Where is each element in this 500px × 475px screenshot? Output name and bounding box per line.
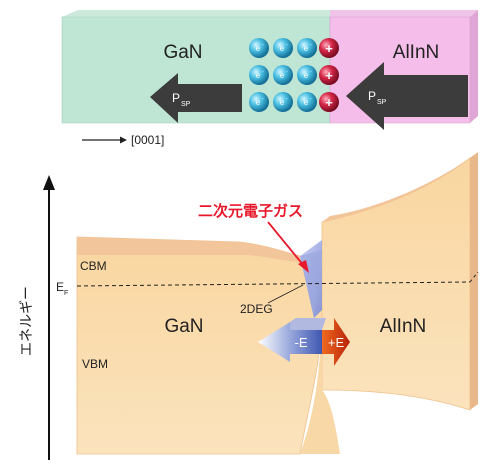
charge-grid: e- e- e- e- e- e- e- e- e- + + + (249, 38, 339, 112)
electron-symbol: e (304, 98, 309, 107)
annotation-arrowhead (298, 260, 309, 273)
electron (249, 65, 269, 85)
electron-charge: - (310, 69, 312, 75)
twodeg-label: 2DEG (240, 302, 273, 316)
alinn-top-face (330, 10, 478, 17)
hole (319, 38, 339, 58)
negative-field-arrow: -E (258, 318, 326, 362)
electron-charge: - (262, 69, 264, 75)
hole-symbol: + (325, 68, 333, 83)
psp-sub-alinn: SP (377, 99, 387, 106)
psp-label-alinn: P (368, 89, 376, 103)
electron (249, 38, 269, 58)
electron-symbol: e (256, 71, 261, 80)
gan-label-top: GaN (163, 42, 202, 63)
electron-charge: - (262, 42, 264, 48)
gan-top-face (62, 10, 330, 17)
electron (297, 65, 317, 85)
hole-symbol: + (325, 41, 333, 56)
alinn-side-face (470, 10, 478, 123)
electron (249, 92, 269, 112)
direction-label: [0001] (131, 133, 164, 147)
electron (297, 38, 317, 58)
alinn-band-body (321, 157, 471, 411)
fermi-sub: F (64, 290, 68, 297)
gan-cbm-strip (77, 237, 306, 263)
electron-charge: - (310, 42, 312, 48)
vbm-label: VBM (82, 357, 108, 371)
electron-charge: - (310, 96, 312, 102)
electron-symbol: e (280, 98, 285, 107)
energy-axis-label: エネルギー (19, 286, 35, 356)
fermi-level (76, 281, 471, 287)
twodeg-leader (267, 284, 304, 304)
electron-charge: - (286, 42, 288, 48)
electron-symbol: e (280, 71, 285, 80)
hole-symbol: + (325, 95, 333, 110)
energy-axis-arrowhead (43, 175, 55, 190)
electron-charge: - (286, 96, 288, 102)
fermi-label: E (56, 280, 64, 294)
annotation-2deg: 二次元電子ガス (198, 202, 303, 220)
electron-charge: - (262, 96, 264, 102)
alinn-side-edge (470, 152, 478, 410)
negative-field-label: -E (295, 335, 308, 350)
alinn-top-strip (322, 152, 478, 222)
electron-symbol: e (280, 44, 285, 53)
psp-label-gan: P (172, 91, 180, 105)
electron (273, 38, 293, 58)
direction-indicator: [0001] (82, 133, 164, 147)
electron-symbol: e (256, 44, 261, 53)
polarization-arrow-alinn: P SP (346, 62, 468, 130)
hole (319, 65, 339, 85)
alinn-lower-curve (300, 300, 340, 454)
cbm-label: CBM (80, 259, 107, 273)
gan-label-band: GaN (164, 316, 203, 337)
band-diagram: エネルギー CBM E F 2DEG GaN AlInN VBM 二次元電子ガス (19, 152, 479, 460)
electron (273, 92, 293, 112)
electron (273, 65, 293, 85)
positive-field-label: +E (328, 335, 345, 350)
polarization-arrow-gan: P SP (150, 73, 242, 123)
psp-sub-gan: SP (181, 101, 191, 108)
alinn-label-top: AlInN (393, 42, 439, 63)
electron-symbol: e (256, 98, 261, 107)
electron (297, 92, 317, 112)
hole (319, 92, 339, 112)
alinn-label-band: AlInN (380, 316, 426, 337)
electron-symbol: e (304, 71, 309, 80)
electron-symbol: e (304, 44, 309, 53)
annotation-arrow-line (267, 221, 305, 267)
positive-field-arrow: +E (322, 318, 350, 366)
heterostructure-block: GaN AlInN P SP P SP (61, 10, 478, 147)
electron-charge: - (286, 69, 288, 75)
